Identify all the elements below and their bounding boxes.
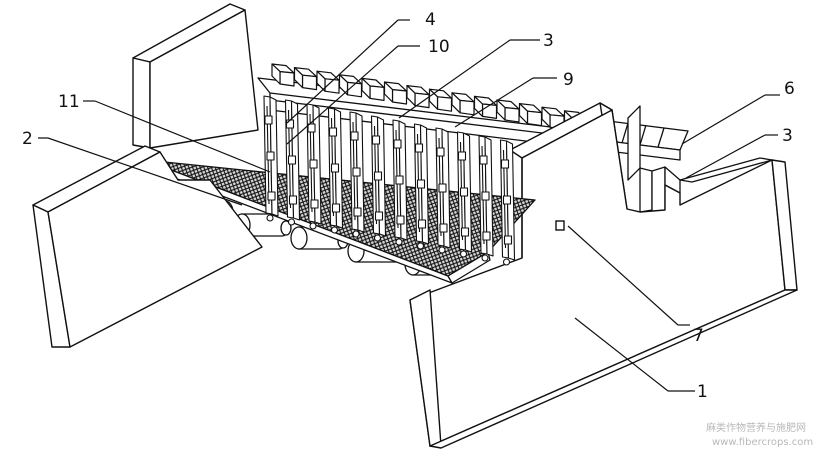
comb-blade <box>478 135 494 262</box>
comb-blade <box>263 95 279 222</box>
comb-tooth <box>518 102 543 127</box>
comb-blade <box>306 103 322 230</box>
comb-blade <box>370 115 387 242</box>
label-2: 2 <box>22 129 33 149</box>
watermark-line1: 麻类作物营养与施肥网 <box>706 421 806 434</box>
label-1: 1 <box>697 382 708 402</box>
comb-blade <box>499 139 516 266</box>
label-6: 6 <box>784 79 795 99</box>
comb-blade <box>349 111 365 238</box>
comb-tooth <box>541 106 565 130</box>
leader-lines <box>38 19 780 392</box>
label-10: 10 <box>428 37 450 57</box>
comb-blade <box>456 131 473 258</box>
callout-labels: 1 2 3 3 4 6 7 9 10 11 <box>22 10 795 402</box>
comb-tooth <box>473 95 498 120</box>
comb-blade <box>413 123 430 250</box>
comb-blade <box>392 119 408 246</box>
comb-tooth <box>428 88 453 112</box>
comb-tooth <box>451 92 475 116</box>
left-upright-wall <box>132 3 259 149</box>
label-11: 11 <box>58 92 80 112</box>
sensor-box <box>555 220 565 231</box>
comb-blade <box>435 127 451 254</box>
label-4: 4 <box>425 10 436 30</box>
label-3-right: 3 <box>782 126 793 146</box>
label-7: 7 <box>693 326 704 346</box>
watermark-line2: www.fibercrops.com <box>712 437 813 448</box>
comb-tooth <box>496 99 520 123</box>
label-3-top: 3 <box>543 31 554 51</box>
comb-tooth <box>361 77 385 102</box>
watermark: 麻类作物营养与施肥网 www.fibercrops.com <box>706 421 813 448</box>
comb-tooth <box>293 66 318 91</box>
comb-tooth <box>271 63 295 87</box>
comb-tooth <box>383 81 408 105</box>
comb-blades <box>263 95 516 266</box>
housing-side-wall <box>409 102 798 449</box>
left-base-plate <box>32 145 263 348</box>
comb-blade <box>284 99 301 226</box>
comb-blade <box>327 107 344 234</box>
label-9: 9 <box>563 70 574 90</box>
